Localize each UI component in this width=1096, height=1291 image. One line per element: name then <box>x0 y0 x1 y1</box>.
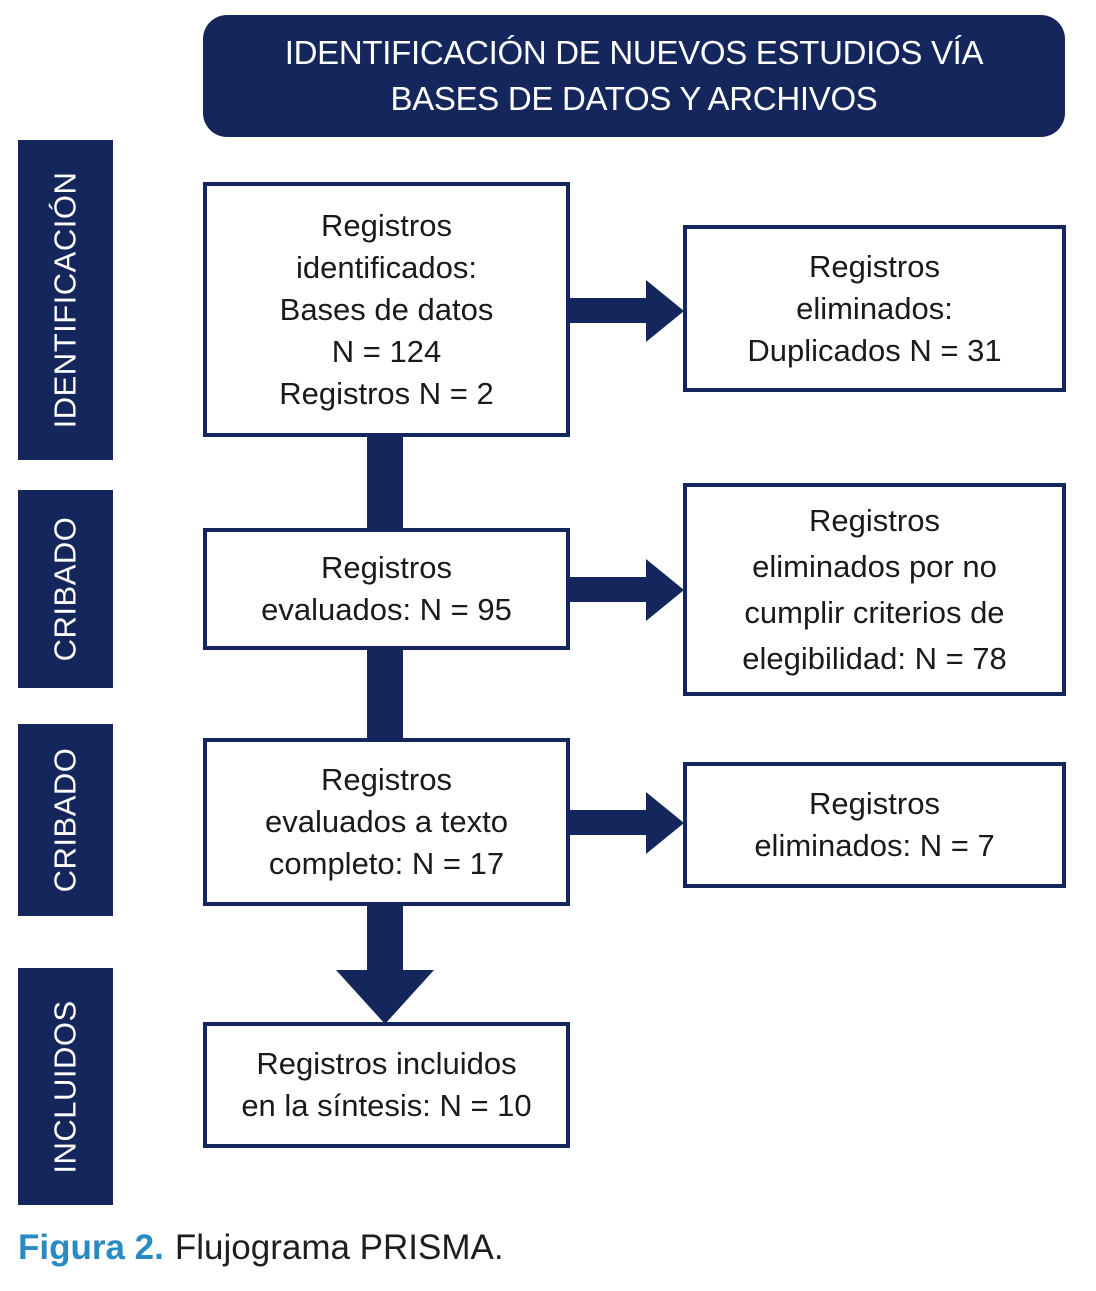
down-arrow-shaft-1 <box>367 430 403 535</box>
exclusion-box-duplicados: Registros eliminados: Duplicados N = 31 <box>683 225 1066 392</box>
stage-label-cribado-2: CRIBADO <box>18 724 113 916</box>
right-arrow-head-icon-3 <box>646 792 684 854</box>
flow-box-registros-evaluados-text: Registros evaluados: N = 95 <box>261 550 512 627</box>
right-arrow-shaft-1 <box>566 298 650 323</box>
down-arrow-shaft-2 <box>367 645 403 745</box>
figure-caption-label: Figura 2. <box>18 1228 164 1267</box>
flow-box-registros-texto-completo: Registros evaluados a texto completo: N … <box>203 738 570 906</box>
flow-box-registros-incluidos-text: Registros incluidos en la síntesis: N = … <box>241 1046 532 1123</box>
header-banner: IDENTIFICACIÓN DE NUEVOS ESTUDIOS VÍA BA… <box>203 15 1065 137</box>
header-title: IDENTIFICACIÓN DE NUEVOS ESTUDIOS VÍA BA… <box>284 34 984 117</box>
exclusion-box-eliminados-text: Registros eliminados: N = 7 <box>754 786 995 863</box>
exclusion-box-elegibilidad: Registros eliminados por no cumplir crit… <box>683 483 1066 696</box>
stage-label-incluidos: INCLUIDOS <box>18 968 113 1205</box>
down-arrow-head-icon <box>336 970 434 1024</box>
right-arrow-shaft-2 <box>566 577 650 602</box>
stage-label-identificacion-text: IDENTIFICACIÓN <box>47 171 83 429</box>
stage-label-incluidos-text: INCLUIDOS <box>47 999 83 1174</box>
right-arrow-head-icon-2 <box>646 559 684 621</box>
stage-label-cribado-1: CRIBADO <box>18 490 113 688</box>
stage-label-identificacion: IDENTIFICACIÓN <box>18 140 113 460</box>
stage-label-cribado-2-text: CRIBADO <box>47 747 83 893</box>
figure-caption: Figura 2. Flujograma PRISMA. <box>18 1228 504 1268</box>
exclusion-box-duplicados-text: Registros eliminados: Duplicados N = 31 <box>747 248 1002 368</box>
flow-box-registros-identificados-text: Registros identificados: Bases de datos … <box>279 207 494 411</box>
figure-caption-title: Flujograma PRISMA. <box>174 1228 504 1267</box>
right-arrow-shaft-3 <box>566 810 650 835</box>
stage-label-cribado-1-text: CRIBADO <box>47 516 83 662</box>
flow-box-registros-evaluados: Registros evaluados: N = 95 <box>203 528 570 650</box>
flow-box-registros-texto-completo-text: Registros evaluados a texto completo: N … <box>264 762 508 881</box>
exclusion-box-elegibilidad-text: Registros eliminados por no cumplir crit… <box>742 502 1007 676</box>
flow-box-registros-identificados: Registros identificados: Bases de datos … <box>203 182 570 437</box>
right-arrow-head-icon-1 <box>646 280 684 342</box>
down-arrow-shaft-3 <box>367 900 403 972</box>
exclusion-box-eliminados: Registros eliminados: N = 7 <box>683 762 1066 888</box>
flow-box-registros-incluidos: Registros incluidos en la síntesis: N = … <box>203 1022 570 1148</box>
